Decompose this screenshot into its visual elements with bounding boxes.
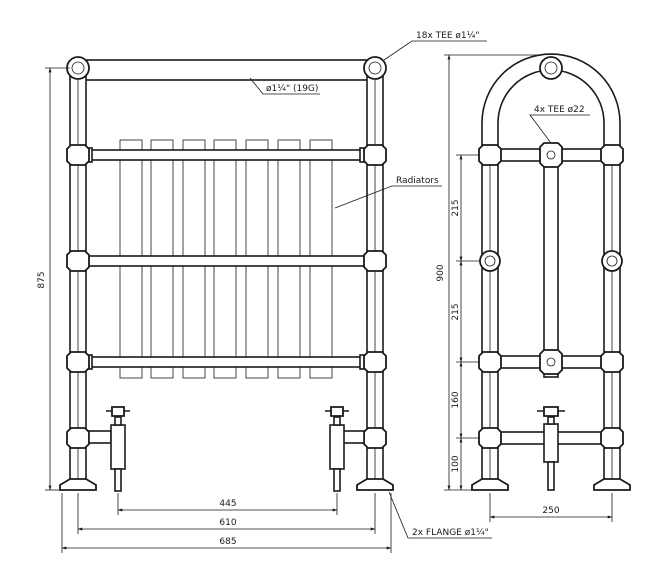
horizontal-rails xyxy=(77,59,379,370)
callout-tee-front: 18x TEE ø1¼" xyxy=(416,31,479,41)
callout-flange: 2x FLANGE ø1¼" xyxy=(412,528,489,538)
side-view: 900 215 215 160 100 250 4x TEE ø22 xyxy=(436,53,631,522)
side-tees xyxy=(66,144,387,449)
dim-base-spacing-label: 100 xyxy=(451,455,461,472)
dim-post-spacing-label: 610 xyxy=(219,518,236,528)
dim-overall-width-label: 685 xyxy=(219,537,236,547)
dim-height-label: 875 xyxy=(37,271,47,288)
dim-valve-spacing-label: 445 xyxy=(219,499,236,509)
dim-depth-label: 250 xyxy=(542,506,559,516)
leader-side-tee xyxy=(529,114,590,144)
callout-tee-side: 4x TEE ø22 xyxy=(534,105,585,115)
vertical-posts xyxy=(69,67,384,484)
side-legs xyxy=(481,149,621,484)
side-extension-lines xyxy=(444,54,613,522)
leader-flange xyxy=(388,491,492,539)
dim-side-height-label: 900 xyxy=(436,264,446,281)
front-view: 875 445 610 685 18x TEE ø1¼" ø1¼" (19G) … xyxy=(37,31,492,553)
dim-lower-spacing-label: 160 xyxy=(451,391,461,408)
side-flanges xyxy=(471,478,631,491)
valves xyxy=(88,406,365,492)
corner-tees xyxy=(66,56,387,80)
leader-rail xyxy=(249,77,320,95)
side-view-tees xyxy=(478,142,624,449)
side-mid-rings xyxy=(479,250,623,272)
side-valve xyxy=(537,406,565,491)
arch-pipe xyxy=(481,53,621,150)
extension-lines xyxy=(45,67,392,553)
callout-rail: ø1¼" (19G) xyxy=(266,84,318,94)
dim-middle-spacing-label: 215 xyxy=(451,303,461,320)
leader-tee xyxy=(383,40,487,61)
floor-flanges xyxy=(59,478,394,491)
leader-radiators xyxy=(334,185,442,209)
dim-upper-spacing-label: 215 xyxy=(451,199,461,216)
callout-radiators: Radiators xyxy=(396,176,439,186)
